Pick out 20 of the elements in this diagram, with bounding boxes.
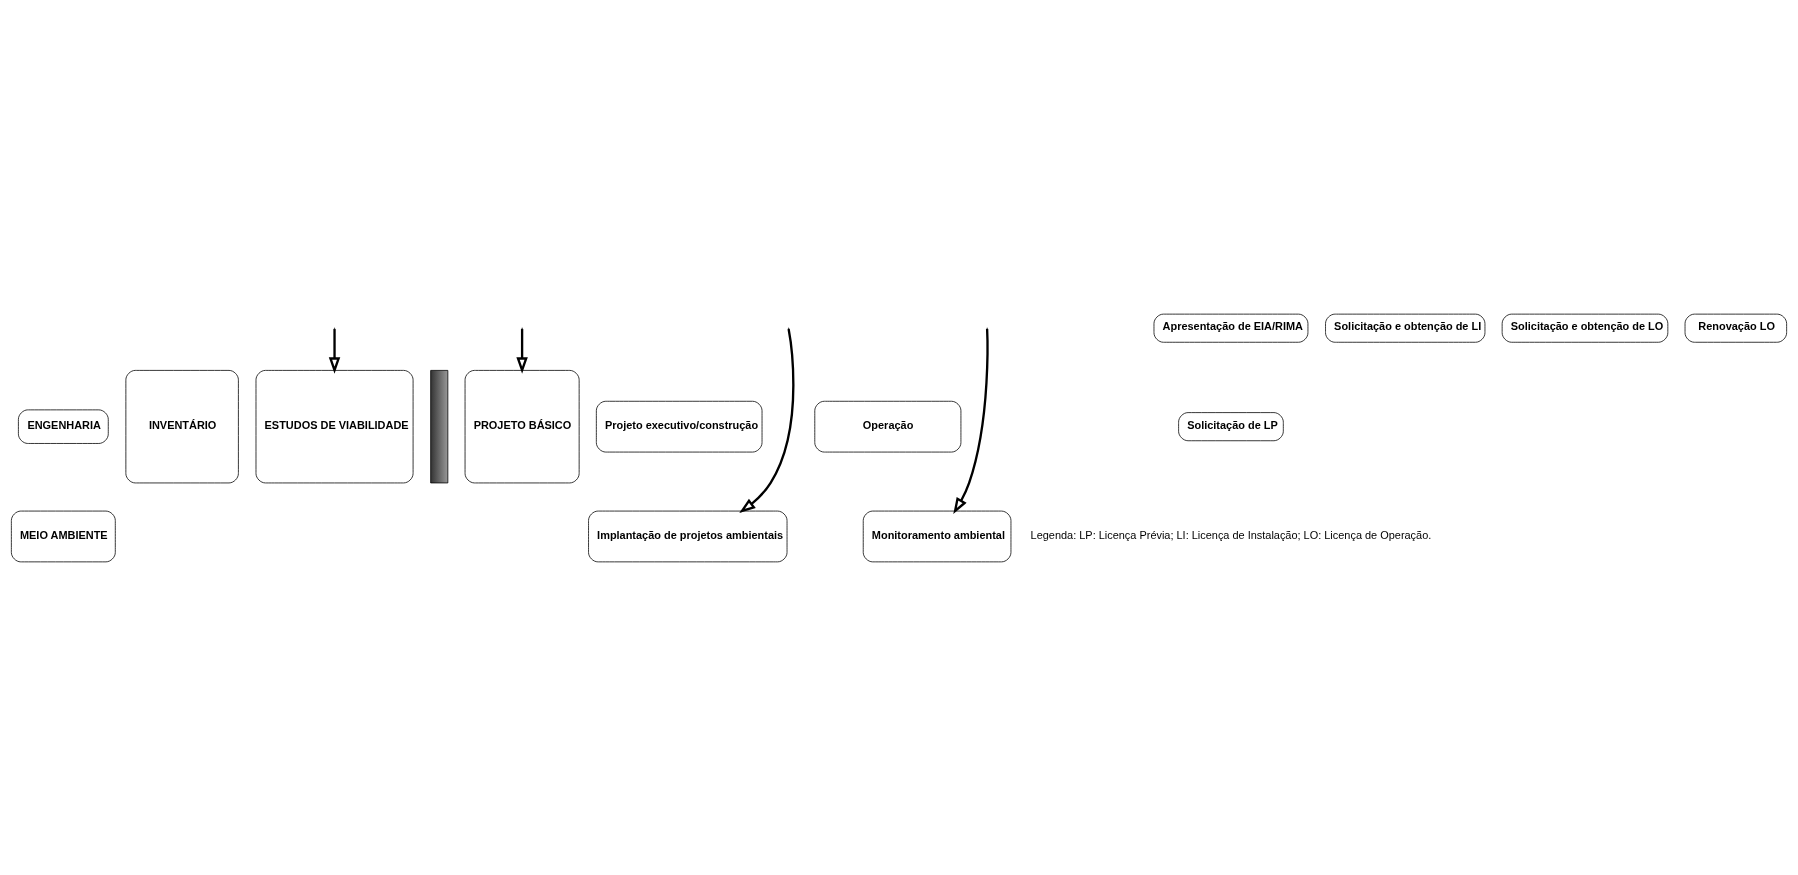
arrow — [953, 328, 989, 514]
node-box: Apresentação de EIA/RIMA — [1153, 313, 1309, 343]
node-box: PROJETO BÁSICO — [464, 369, 580, 483]
node-box: Solicitação de LP — [1178, 411, 1284, 441]
node-box: Solicitação e obtenção de LI — [1325, 313, 1486, 343]
node-box: MEIO AMBIENTE — [10, 510, 116, 562]
arrow — [739, 328, 795, 513]
node-bar — [430, 369, 449, 483]
node-box: Renovação LO — [1684, 313, 1788, 343]
node-box: Projeto executivo/construção — [595, 400, 763, 452]
node-box: ESTUDOS DE VIABILIDADE — [255, 369, 414, 483]
node-box: ENGENHARIA — [18, 408, 109, 444]
node-box: Solicitação e obtenção de LO — [1501, 313, 1669, 343]
node-box: Monitoramento ambiental — [862, 510, 1012, 562]
node-box: Operação — [814, 400, 962, 452]
node-box: INVENTÁRIO — [125, 369, 239, 483]
arrow — [328, 328, 341, 374]
node-box: Implantação de projetos ambientais — [588, 510, 788, 562]
arrow — [516, 328, 528, 374]
label: Legenda: LP: Licença Prévia; LI: Licença de Instalação; LO: Licença de Operação. — [1030, 528, 1432, 541]
